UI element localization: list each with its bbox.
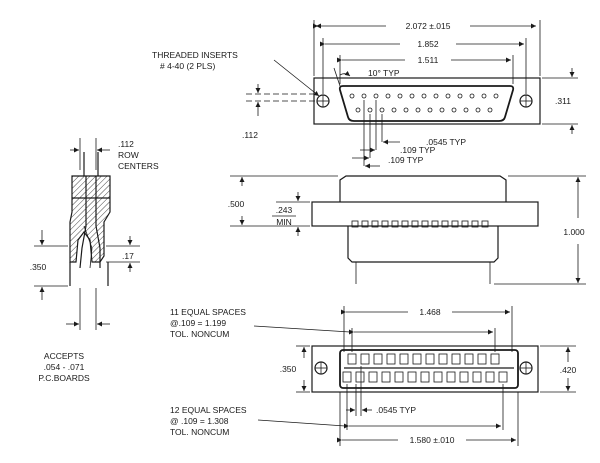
bottom-flange bbox=[311, 345, 539, 393]
dim-height-311: .311 bbox=[555, 96, 571, 106]
dim-1000: 1.000 bbox=[563, 227, 585, 237]
dim-243: .243 bbox=[276, 205, 293, 215]
bottom-pin-body bbox=[339, 349, 519, 389]
top-view: 2.072 ±.015 1.852 1.511 10° TYP THREADED… bbox=[152, 20, 578, 169]
dim-243-min: MIN bbox=[276, 217, 292, 227]
note-accepts-line1: ACCEPTS bbox=[44, 351, 84, 361]
side-dim-350: .350 bbox=[30, 262, 47, 272]
note-11-spaces-line2: @.109 = 1.199 bbox=[170, 318, 226, 328]
dim-500: .500 bbox=[228, 199, 245, 209]
side-dim-row: ROW bbox=[118, 150, 139, 160]
note-accepts-line3: P.C.BOARDS bbox=[38, 373, 90, 383]
note-12-spaces-line1: 12 EQUAL SPACES bbox=[170, 405, 247, 415]
front-pin-squares bbox=[351, 220, 489, 228]
dim-angle: 10° TYP bbox=[368, 68, 400, 78]
dim-overall-width: 2.072 ±.015 bbox=[406, 21, 451, 31]
dim-420: .420 bbox=[560, 365, 577, 375]
front-flange bbox=[311, 201, 539, 227]
side-dim-17: .17 bbox=[122, 251, 134, 261]
bottom-view: 1.468 11 EQUAL SPACES @.109 = 1.199 TOL.… bbox=[170, 306, 577, 446]
note-inserts-line1: THREADED INSERTS bbox=[152, 50, 238, 60]
dim-shell-width: 1.511 bbox=[418, 55, 439, 65]
note-inserts-line2: # 4-40 (2 PLS) bbox=[160, 61, 215, 71]
top-contacts-row2 bbox=[355, 107, 493, 113]
dim-350-bottom: .350 bbox=[280, 364, 297, 374]
note-11-spaces-line1: 11 EQUAL SPACES bbox=[170, 307, 246, 317]
dim-0545-b: .0545 TYP bbox=[376, 405, 416, 415]
side-body-hatch bbox=[69, 175, 111, 263]
bottom-pins-row2 bbox=[342, 371, 508, 383]
note-11-spaces-line3: TOL. NONCUM bbox=[170, 329, 229, 339]
bottom-pins-row1 bbox=[347, 353, 500, 365]
top-contacts-row1 bbox=[349, 93, 499, 99]
dim-109-a: .109 TYP bbox=[400, 145, 436, 155]
note-12-spaces-line3: TOL. NONCUM bbox=[170, 427, 229, 437]
front-view: .500 .243 MIN 1.000 bbox=[228, 175, 586, 285]
side-dim-112: .112 bbox=[118, 139, 134, 149]
dim-mount-hole-spacing: 1.852 bbox=[417, 39, 439, 49]
side-dim-centers: CENTERS bbox=[118, 161, 159, 171]
dim-112-top: .112 bbox=[242, 130, 258, 140]
dim-1468: 1.468 bbox=[419, 307, 441, 317]
note-accepts-line2: .054 - .071 bbox=[44, 362, 85, 372]
dim-1580: 1.580 ±.010 bbox=[410, 435, 455, 445]
top-d-shell bbox=[338, 85, 515, 122]
note-12-spaces-line2: @ .109 = 1.308 bbox=[170, 416, 229, 426]
side-section-view: .112 ROW CENTERS .350 .17 ACCEPTS .054 -… bbox=[30, 138, 159, 383]
dim-109-b: .109 TYP bbox=[388, 155, 424, 165]
dim-0545: .0545 TYP bbox=[426, 137, 466, 147]
